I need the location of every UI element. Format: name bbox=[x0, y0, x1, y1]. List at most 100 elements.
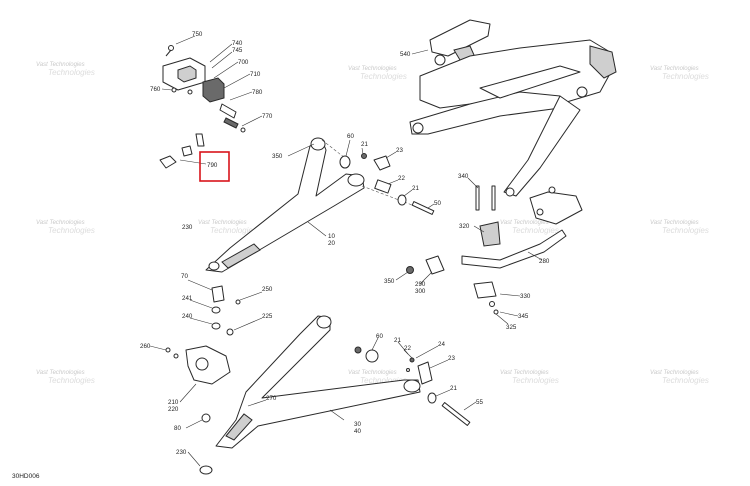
leader-line bbox=[179, 383, 197, 403]
bolt bbox=[441, 402, 471, 426]
connector bbox=[223, 117, 239, 129]
bolt-head bbox=[165, 347, 171, 353]
leader-line bbox=[387, 179, 399, 185]
part-labels: 750 740 745 700 710 760 780 770 790 540 … bbox=[140, 31, 550, 456]
label-23: 23 bbox=[448, 355, 455, 362]
leader-line bbox=[419, 271, 433, 285]
frame-cross-member bbox=[419, 39, 613, 109]
lower-bushing-hardware bbox=[354, 337, 477, 426]
leader-line bbox=[185, 419, 203, 429]
label-250: 250 bbox=[262, 286, 273, 293]
bushing bbox=[339, 155, 351, 169]
watermark-text: Technologies bbox=[48, 68, 95, 77]
label-350: 350 bbox=[272, 153, 283, 160]
ball-joint bbox=[201, 413, 211, 423]
spring-clip bbox=[195, 133, 205, 147]
knuckle-hardware bbox=[149, 279, 263, 403]
leader-line bbox=[361, 147, 364, 155]
nut bbox=[187, 89, 193, 95]
label-740: 740 bbox=[232, 40, 243, 47]
label-20: 20 bbox=[328, 240, 335, 247]
bracket bbox=[473, 281, 497, 299]
nut bbox=[406, 266, 414, 274]
frame-gusset bbox=[589, 45, 617, 79]
label-241: 241 bbox=[182, 295, 193, 302]
leader-line bbox=[211, 51, 233, 69]
leader-line bbox=[175, 35, 196, 45]
label-30: 30 bbox=[354, 421, 361, 428]
sway-bar-link-bracket bbox=[529, 191, 583, 225]
label-280: 280 bbox=[539, 258, 550, 265]
leader-line bbox=[403, 349, 413, 359]
assembly-line bbox=[361, 185, 421, 209]
watermarks: Vast Technologies Technologies Vast Tech… bbox=[36, 62, 709, 385]
ball-joint-boss bbox=[208, 261, 220, 271]
nut bbox=[548, 186, 556, 194]
bolt bbox=[411, 201, 435, 215]
label-21: 21 bbox=[450, 385, 457, 392]
leader-line bbox=[187, 279, 213, 291]
watermark-text: Vast Technologies bbox=[650, 370, 699, 376]
nut bbox=[173, 353, 179, 359]
small-bracket bbox=[181, 145, 193, 157]
watermark-text: Technologies bbox=[360, 376, 407, 385]
leader-line bbox=[189, 299, 213, 309]
cotter-pin bbox=[235, 299, 241, 305]
leader-line bbox=[415, 345, 439, 359]
label-230: 230 bbox=[182, 224, 193, 231]
label-230: 230 bbox=[176, 449, 187, 456]
highlight-box bbox=[199, 151, 230, 182]
nut bbox=[240, 127, 246, 133]
label-770: 770 bbox=[262, 113, 273, 120]
sway-bar-bushing bbox=[479, 221, 501, 247]
leader-line bbox=[239, 291, 263, 301]
watermark-text: Vast Technologies bbox=[650, 66, 699, 72]
leader-line bbox=[385, 151, 397, 159]
spacer bbox=[226, 328, 234, 336]
label-22: 22 bbox=[404, 345, 411, 352]
label-55: 55 bbox=[476, 399, 483, 406]
mount-bushing bbox=[412, 122, 424, 134]
watermark-text: Vast Technologies bbox=[36, 220, 85, 226]
label-290: 290 bbox=[415, 281, 426, 288]
bracket-boss bbox=[177, 65, 197, 83]
label-220: 220 bbox=[168, 406, 179, 413]
watermark-text: Vast Technologies bbox=[348, 370, 397, 376]
watermark-text: Technologies bbox=[662, 376, 709, 385]
bolt-head bbox=[489, 301, 495, 307]
watermark-text: Vast Technologies bbox=[198, 220, 247, 226]
label-270: 270 bbox=[266, 395, 277, 402]
leader-line bbox=[233, 317, 263, 331]
mount-bushing bbox=[434, 54, 446, 66]
label-710: 710 bbox=[250, 71, 261, 78]
label-21: 21 bbox=[412, 185, 419, 192]
mount-bushing bbox=[505, 187, 515, 197]
watermark-text: Technologies bbox=[662, 72, 709, 81]
label-260: 260 bbox=[140, 343, 151, 350]
label-10: 10 bbox=[328, 233, 335, 240]
upper-bushing-hardware bbox=[339, 139, 435, 215]
label-330: 330 bbox=[520, 293, 531, 300]
leader-line bbox=[213, 61, 239, 79]
mount-bushing bbox=[576, 86, 588, 98]
watermark-text: Vast Technologies bbox=[650, 220, 699, 226]
bolt bbox=[491, 185, 496, 211]
label-22: 22 bbox=[398, 175, 405, 182]
label-80: 80 bbox=[174, 425, 181, 432]
leader-line bbox=[241, 115, 263, 127]
leader-line bbox=[499, 293, 521, 297]
upper-a-arm bbox=[205, 137, 421, 273]
leader-line bbox=[149, 345, 167, 351]
arm-front-bushing bbox=[316, 315, 332, 329]
label-745: 745 bbox=[232, 47, 243, 54]
label-300: 300 bbox=[415, 288, 426, 295]
leader-line bbox=[371, 337, 379, 351]
leader-line bbox=[527, 251, 543, 261]
watermark-text: Vast Technologies bbox=[348, 66, 397, 72]
leader-line bbox=[395, 271, 409, 281]
label-325: 325 bbox=[506, 324, 517, 331]
arm-rear-bushing bbox=[347, 173, 365, 187]
watermark-text: Technologies bbox=[512, 226, 559, 235]
leader-line bbox=[189, 317, 213, 325]
watermark-text: Technologies bbox=[48, 226, 95, 235]
